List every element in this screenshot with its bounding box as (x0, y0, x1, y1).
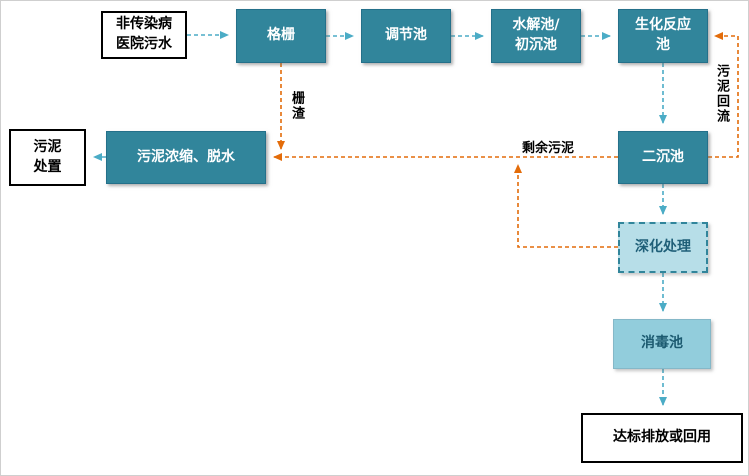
node-regulating-tank: 调节池 (361, 9, 451, 63)
label-sludge-return: 污泥回流 (714, 64, 729, 124)
node-grid: 格栅 (236, 9, 326, 63)
node-sludge-dewatering: 污泥浓缩、脱水 (106, 131, 266, 184)
node-discharge: 达标排放或回用 (581, 413, 743, 463)
node-sludge-disposal: 污泥 处置 (9, 129, 86, 186)
node-hydrolysis-tank: 水解池/ 初沉池 (491, 9, 581, 63)
node-hospital-wastewater: 非传染病 医院污水 (101, 11, 187, 59)
node-disinfection-tank: 消毒池 (613, 319, 711, 369)
label-grid-residue: 栅渣 (289, 91, 304, 121)
node-secondary-sedimentation: 二沉池 (618, 131, 708, 184)
node-bio-reactor: 生化反应 池 (618, 9, 708, 63)
label-excess-sludge: 剩余污泥 (522, 141, 575, 156)
arrow-advanced-sludge-branch (514, 164, 618, 248)
node-advanced-treatment: 深化处理 (618, 222, 708, 273)
